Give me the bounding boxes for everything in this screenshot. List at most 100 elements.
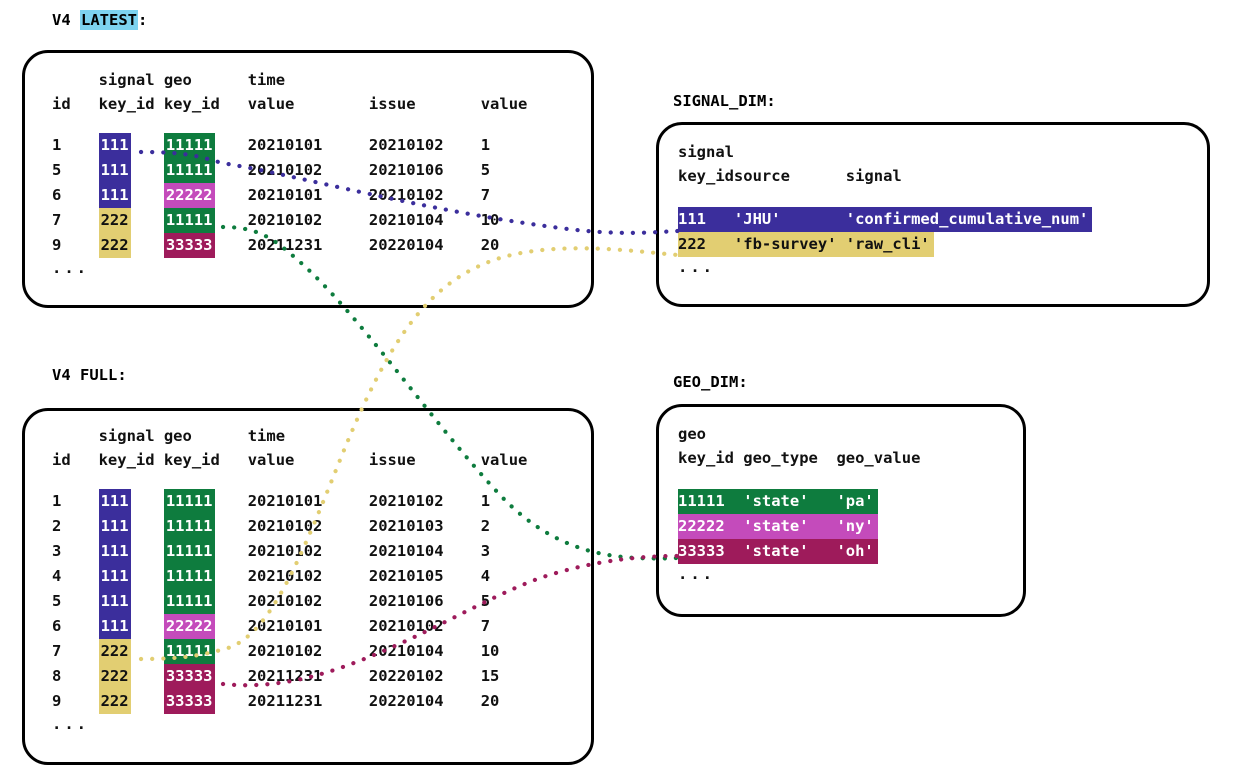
latest-cell-id: 5 [52, 161, 62, 179]
full-chip-signal-key-id: 111 [98, 614, 131, 639]
signal-dim-row: 222'fb-survey''raw_cli' [678, 232, 1198, 257]
full-cell-issue: 20210104 [368, 542, 444, 560]
latest-cell-id: 9 [52, 236, 62, 254]
latest-cell-issue: 20210106 [368, 161, 444, 179]
signal-dim-caption: SIGNAL_DIM: [673, 92, 776, 110]
full-cell-id: 6 [52, 617, 62, 635]
latest-cell-geo-key-id: 22222 [163, 183, 215, 208]
latest-cell-id: 6 [52, 186, 62, 204]
full-ellipsis: ... [52, 715, 89, 733]
latest-chip-signal-key-id: 222 [98, 208, 131, 233]
latest-chip-signal-key-id: 111 [98, 183, 131, 208]
full-cell-geo-key-id: 11111 [163, 589, 215, 614]
latest-badge: LATEST [80, 10, 138, 30]
latest-cell-time-value: 20210102 [247, 211, 323, 229]
latest-cell-time-value: 20210101 [247, 136, 323, 154]
signal-dim-header-top-cell: signal [678, 143, 734, 161]
geo-dim-row: 22222 'state' 'ny' [678, 514, 1018, 539]
full-cell-time-value: 20210102 [247, 592, 323, 610]
signal-dim-header-gap [678, 188, 1198, 207]
full-cell-id: 1 [52, 492, 62, 510]
latest-chip-geo-key-id: 22222 [163, 183, 215, 208]
latest-cell-value: 20 [480, 236, 500, 254]
full-cell-geo-key-id: 33333 [163, 664, 215, 689]
full-cell-time-value: 20210102 [247, 567, 323, 585]
signal-dim-row-highlight [678, 232, 934, 257]
latest-header-issue: issue [368, 95, 416, 113]
latest-cell-geo-key-id: 11111 [163, 133, 215, 158]
geo-dim-row-highlight [678, 514, 878, 539]
full-cell-geo-key-id: 33333 [163, 689, 215, 714]
latest-chip-geo-key-id: 11111 [163, 208, 215, 233]
full-header-top-cell: signal [98, 427, 155, 445]
signal-dim-header-source: source [733, 167, 790, 185]
full-cell-time-value: 20211231 [247, 667, 323, 685]
latest-chip-geo-key-id: 11111 [163, 158, 215, 183]
full-chip-signal-key-id: 222 [98, 664, 131, 689]
geo-dim-cell-geo-value: 'ny' [836, 517, 874, 535]
full-cell-id: 8 [52, 667, 62, 685]
signal-dim-row-highlight [678, 207, 1093, 232]
latest-chip-signal-key-id: 111 [98, 158, 131, 183]
latest-caption-prefix: V4 [52, 11, 80, 29]
full-cell-issue: 20220102 [368, 667, 444, 685]
full-chip-geo-key-id: 33333 [163, 689, 215, 714]
full-chip-signal-key-id: 111 [98, 589, 131, 614]
latest-table-caption: V4 LATEST: [52, 10, 147, 30]
latest-cell-issue: 20210102 [368, 186, 444, 204]
full-header-value: value [247, 451, 295, 469]
full-cell-id: 2 [52, 517, 62, 535]
full-cell-signal-key-id: 111 [98, 514, 131, 539]
full-header-issue: issue [368, 451, 416, 469]
full-cell-value: 4 [480, 567, 491, 585]
full-cell-id: 3 [52, 542, 62, 560]
full-chip-geo-key-id: 11111 [163, 589, 215, 614]
latest-cell-geo-key-id: 11111 [163, 158, 215, 183]
latest-cell-time-value: 20211231 [247, 236, 323, 254]
full-chip-geo-key-id: 11111 [163, 564, 215, 589]
signal-dim-cell-signal: 'confirmed_cumulative_num' [845, 210, 1089, 228]
latest-ellipsis: ... [52, 259, 89, 277]
latest-cell-geo-key-id: 11111 [163, 208, 215, 233]
full-cell-signal-key-id: 111 [98, 589, 131, 614]
signal-dim-cell-signal: 'raw_cli' [845, 235, 930, 253]
full-cell-time-value: 20210102 [247, 517, 323, 535]
latest-cell-value: 1 [480, 136, 491, 154]
full-cell-geo-key-id: 22222 [163, 614, 215, 639]
latest-cell-signal-key-id: 222 [98, 208, 131, 233]
geo-dim-cell-geo-type: 'state' [743, 517, 809, 535]
geo-dim-header-geo_value: geo_value [836, 449, 921, 467]
geo-dim-header-top-cell: geo [678, 425, 706, 443]
geo-dim-cell-key-id: 22222 [678, 517, 725, 535]
geo-dim-row-highlight [678, 489, 878, 514]
full-cell-signal-key-id: 222 [98, 639, 131, 664]
full-cell-geo-key-id: 11111 [163, 514, 215, 539]
full-chip-signal-key-id: 222 [98, 639, 131, 664]
full-cell-issue: 20210102 [368, 492, 444, 510]
geo-dim-cell-geo-type: 'state' [743, 492, 809, 510]
full-cell-time-value: 20210101 [247, 492, 323, 510]
geo-dim-cell-geo-type: 'state' [743, 542, 809, 560]
latest-chip-geo-key-id: 33333 [163, 233, 215, 258]
signal-dim-cell-key-id: 111 [678, 210, 706, 228]
full-cell-issue: 20210104 [368, 642, 444, 660]
full-cell-geo-key-id: 11111 [163, 639, 215, 664]
signal-dim-cell-source: 'fb-survey' [733, 235, 837, 253]
latest-header-top-cell: signal [98, 71, 155, 89]
full-header-value: value [480, 451, 528, 469]
latest-cell-signal-key-id: 111 [98, 158, 131, 183]
latest-header-gap [52, 116, 592, 133]
latest-cell-time-value: 20210101 [247, 186, 323, 204]
full-cell-id: 5 [52, 592, 62, 610]
signal-dim-header-top: signal [678, 140, 1198, 164]
full-chip-geo-key-id: 33333 [163, 664, 215, 689]
